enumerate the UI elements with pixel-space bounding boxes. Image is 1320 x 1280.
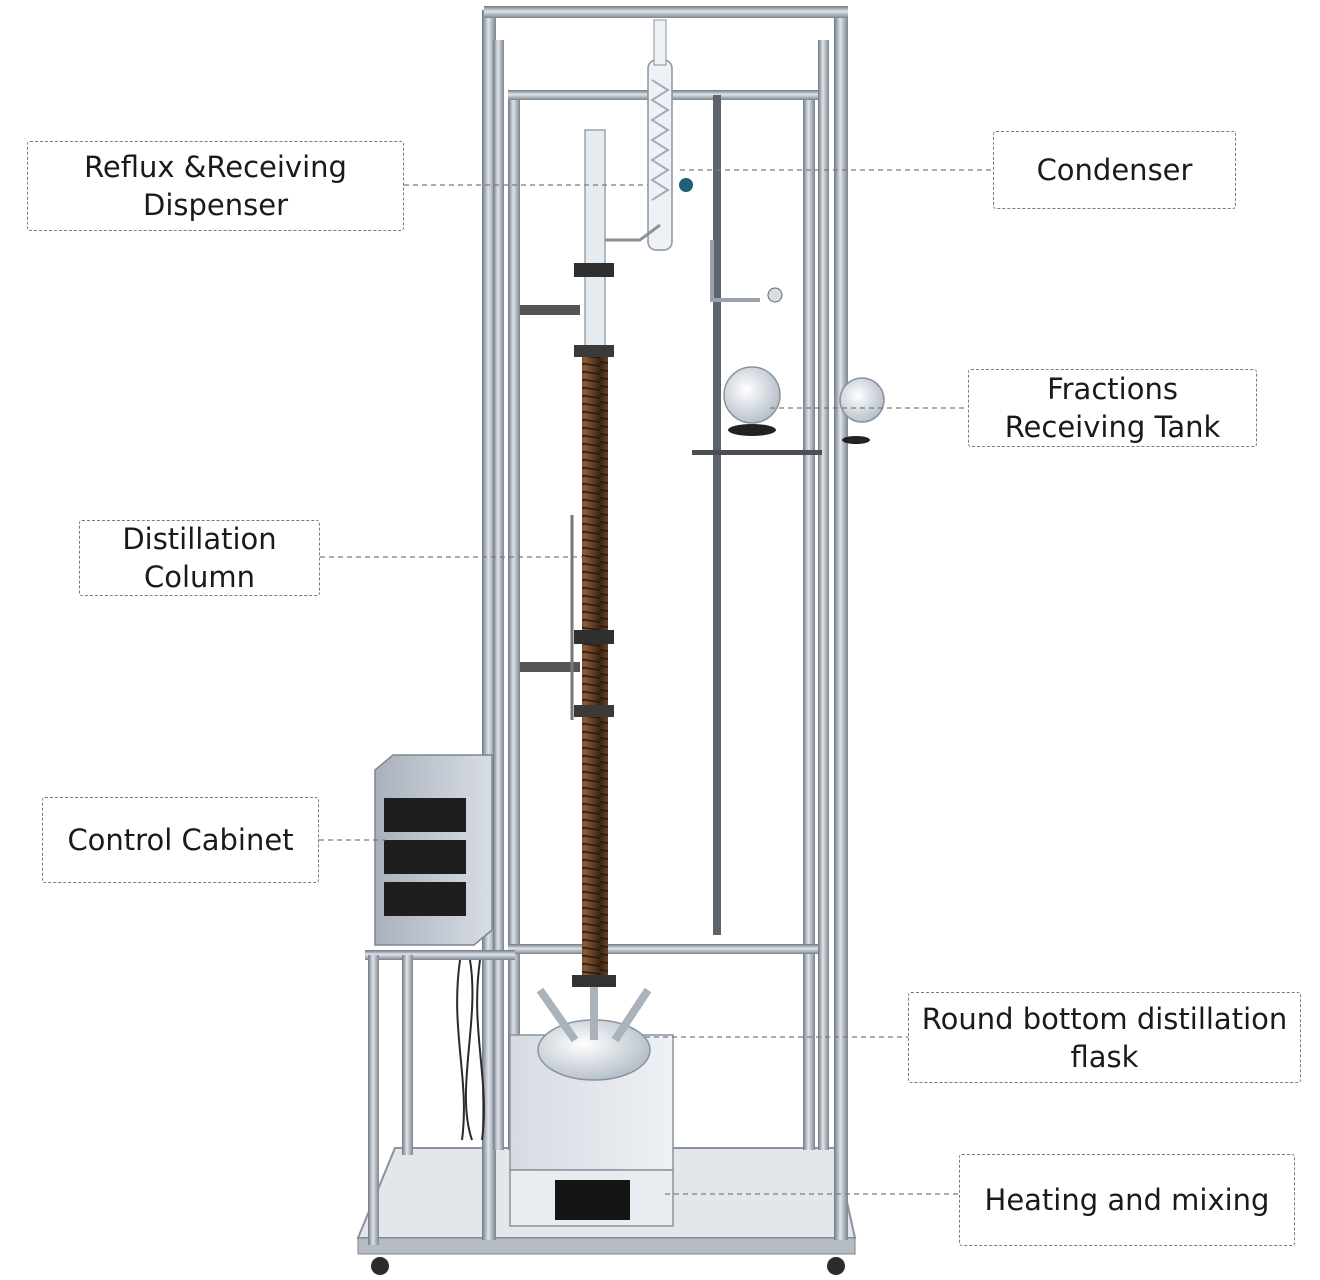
label-condenser: Condenser [993,131,1236,209]
label-reflux-dispenser-text: Reflux &Receiving Dispenser [84,150,347,222]
heater-flask [509,975,674,1227]
label-heating-mixing: Heating and mixing [959,1154,1295,1246]
receiving-assembly [710,240,885,444]
label-distillation-column: Distillation Column [79,520,320,596]
label-round-bottom-flask: Round bottom distillation flask [908,992,1301,1083]
label-control-cabinet: Control Cabinet [42,797,319,883]
control-cabinet [374,754,493,1141]
label-round-bottom-flask-text: Round bottom distillation flask [921,1001,1288,1074]
label-fractions-tank: Fractions Receiving Tank [968,369,1257,447]
label-fractions-tank-text: Fractions Receiving Tank [1004,372,1221,444]
label-distillation-column-text: Distillation Column [122,522,277,594]
leader-lines [319,169,994,1195]
label-heating-mixing-text: Heating and mixing [984,1183,1270,1217]
condenser-glass [605,19,693,251]
label-reflux-dispenser: Reflux &Receiving Dispenser [27,141,404,231]
label-control-cabinet-text: Control Cabinet [67,823,294,857]
label-condenser-text: Condenser [1036,153,1193,187]
column [520,129,614,975]
